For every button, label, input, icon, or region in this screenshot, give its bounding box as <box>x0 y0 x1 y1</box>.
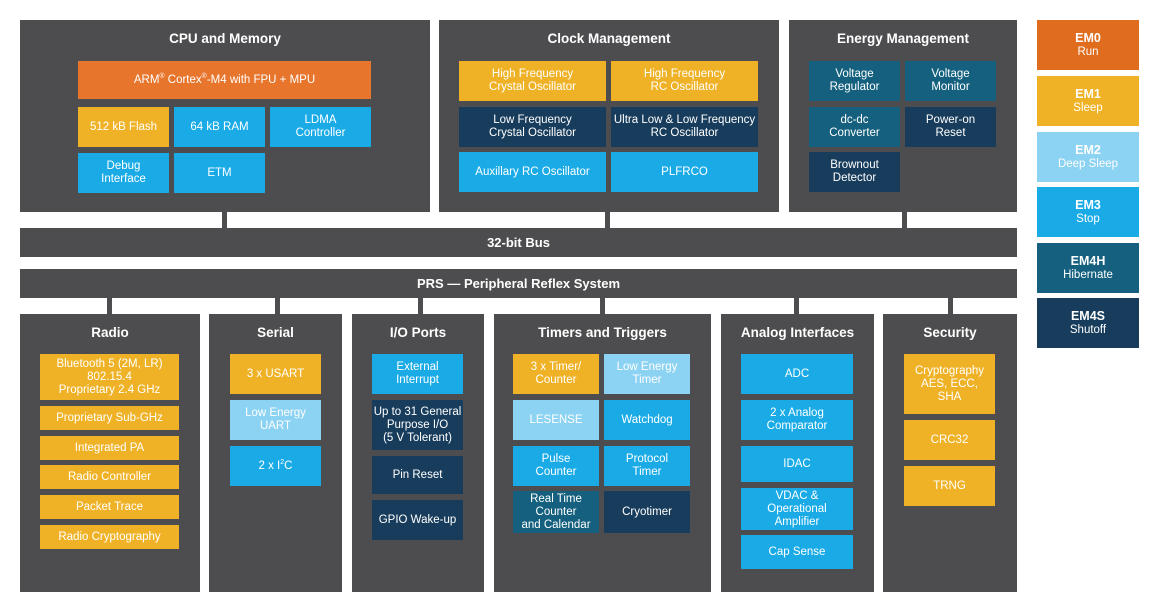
cryotimer-box: Cryotimer <box>604 491 690 533</box>
cpu-memory-panel: CPU and Memory ARM® Cortex®-M4 with FPU … <box>20 20 430 212</box>
connector-cpu-bus <box>222 212 227 228</box>
packet-trace-box: Packet Trace <box>40 495 179 519</box>
connector-prs-analog <box>794 298 799 314</box>
energy-management-title: Energy Management <box>836 31 970 46</box>
bus-bar: 32-bit Bus <box>20 228 1017 257</box>
em3-legend: EM3 Stop <box>1037 187 1139 237</box>
connector-prs-io <box>418 298 423 314</box>
em0-legend: EM0 Run <box>1037 20 1139 70</box>
em2-legend: EM2 Deep Sleep <box>1037 132 1139 182</box>
serial-title: Serial <box>257 325 294 340</box>
plfrco-box: PLFRCO <box>611 152 758 192</box>
lesense-box: LESENSE <box>513 400 599 440</box>
arm-cortex-box: ARM® Cortex®-M4 with FPU + MPU <box>78 61 371 99</box>
em4h-desc: Hibernate <box>1063 269 1113 281</box>
em4s-desc: Shutoff <box>1069 324 1107 336</box>
crc32-box: CRC32 <box>904 420 995 460</box>
em4h-legend: EM4H Hibernate <box>1037 243 1139 293</box>
io-ports-title: I/O Ports <box>389 325 447 340</box>
em4s-name: EM4S <box>1070 309 1106 323</box>
connector-clock-bus <box>605 212 610 228</box>
connector-prs-radio <box>107 298 112 314</box>
em1-name: EM1 <box>1075 87 1101 101</box>
cpu-memory-title: CPU and Memory <box>169 31 281 46</box>
sub-ghz-box: Proprietary Sub-GHz <box>40 406 179 430</box>
security-title: Security <box>923 325 977 340</box>
em2-name: EM2 <box>1075 143 1101 157</box>
aux-rc-osc-box: Auxillary RC Oscillator <box>459 152 606 192</box>
ram-box: 64 kB RAM <box>174 107 265 147</box>
connector-prs-timers <box>600 298 605 314</box>
cap-sense-box: Cap Sense <box>741 535 853 569</box>
em1-legend: EM1 Sleep <box>1037 76 1139 126</box>
watchdog-box: Watchdog <box>604 400 690 440</box>
timers-title: Timers and Triggers <box>538 325 667 340</box>
integrated-pa-box: Integrated PA <box>40 436 179 460</box>
analog-title: Analog Interfaces <box>740 325 855 340</box>
flash-box: 512 kB Flash <box>78 107 169 147</box>
usart-box: 3 x USART <box>230 354 321 394</box>
em4h-name: EM4H <box>1070 254 1106 268</box>
connector-energy-bus <box>902 212 907 228</box>
pin-reset-box: Pin Reset <box>372 456 463 494</box>
clock-management-title: Clock Management <box>547 31 671 46</box>
em4s-legend: EM4S Shutoff <box>1037 298 1139 348</box>
idac-box: IDAC <box>741 446 853 482</box>
em0-desc: Run <box>1077 46 1099 58</box>
i2c-box: 2 x I2C <box>230 446 321 486</box>
etm-box: ETM <box>174 153 265 193</box>
timers-panel: Timers and Triggers 3 x Timer/Counter Lo… <box>494 314 711 592</box>
radio-controller-box: Radio Controller <box>40 465 179 489</box>
timer-counter-box: 3 x Timer/Counter <box>513 354 599 394</box>
connector-prs-serial <box>275 298 280 314</box>
em1-desc: Sleep <box>1073 102 1103 114</box>
gpio-wakeup-box: GPIO Wake-up <box>372 500 463 540</box>
em0-name: EM0 <box>1075 31 1101 45</box>
em3-desc: Stop <box>1076 213 1100 225</box>
prs-bar: PRS — Peripheral Reflex System <box>20 269 1017 298</box>
trng-box: TRNG <box>904 466 995 506</box>
em3-name: EM3 <box>1075 198 1101 212</box>
em2-desc: Deep Sleep <box>1057 158 1119 170</box>
radio-title: Radio <box>91 325 129 340</box>
connector-prs-security <box>948 298 953 314</box>
radio-cryptography-box: Radio Cryptography <box>40 525 179 549</box>
adc-box: ADC <box>741 354 853 394</box>
